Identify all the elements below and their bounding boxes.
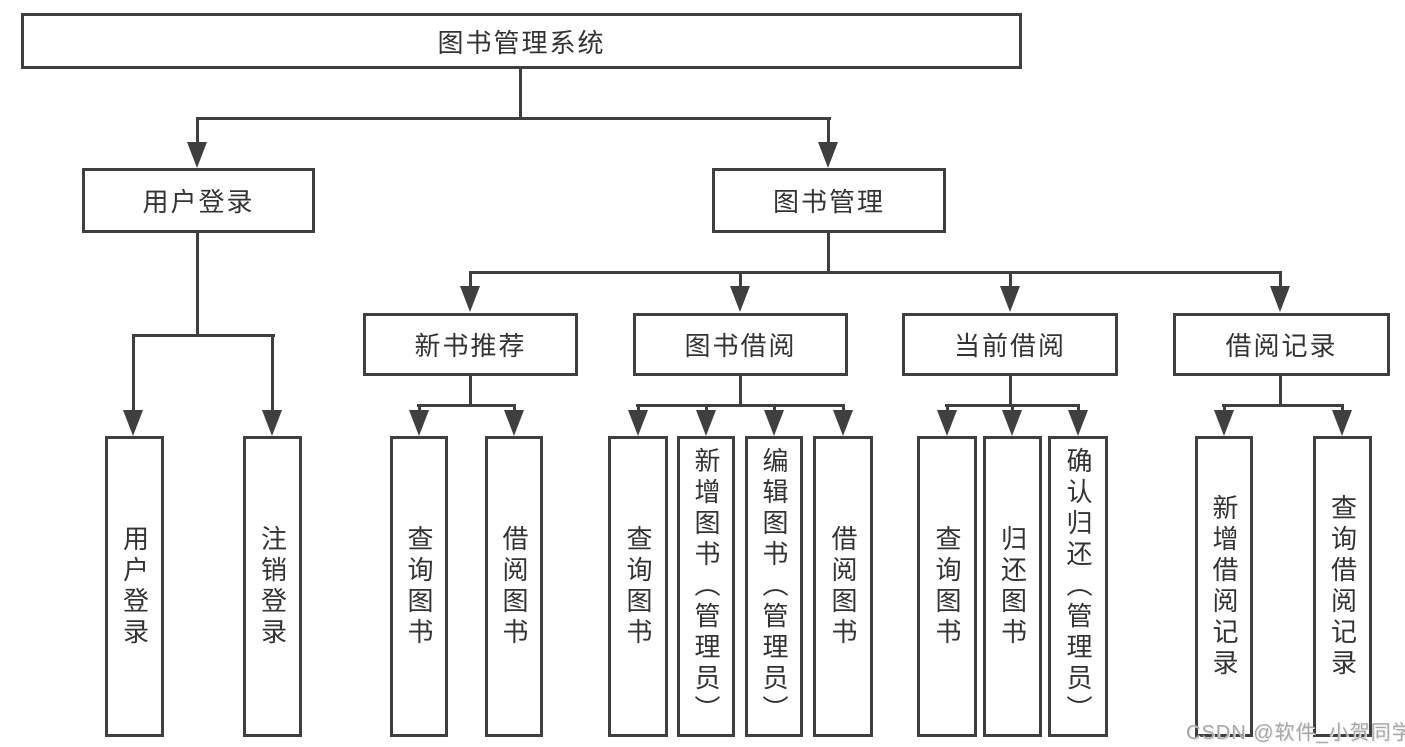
node-leaf-add-borrow-record: 新增借阅记录 (1195, 436, 1253, 737)
node-leaf-logout: 注销登录 (243, 436, 302, 737)
node-label: 编辑图书（管理员） (759, 447, 789, 726)
connector-leaf-user-login-drop (132, 334, 135, 412)
node-user-login: 用户登录 (82, 168, 315, 233)
node-borrowing-records: 借阅记录 (1173, 313, 1390, 376)
node-label: 新书推荐 (414, 331, 527, 361)
connector-leaf-drop (946, 404, 949, 413)
node-leaf-user-login: 用户登录 (105, 436, 164, 737)
connector-new-book-rec-rail (417, 404, 516, 407)
node-leaf-query-book-borrowing: 查询图书 (608, 436, 668, 737)
connector-leaf-drop (1223, 404, 1226, 413)
connector-user-login-stem (196, 232, 199, 337)
connector-leaf-drop (1341, 404, 1344, 413)
connector-leaf-drop (842, 404, 845, 413)
arrow-down-icon (696, 410, 716, 436)
arrow-down-icon (1214, 410, 1234, 436)
node-label: 新增借阅记录 (1209, 493, 1239, 680)
connector-user-login-drop (196, 117, 199, 145)
node-new-book-recommend: 新书推荐 (363, 313, 578, 376)
arrow-down-icon (123, 410, 143, 436)
node-leaf-query-book-recommend: 查询图书 (390, 436, 448, 737)
connector-level2-rail (196, 117, 831, 120)
arrow-down-icon (937, 410, 957, 436)
node-leaf-query-book-current: 查询图书 (917, 436, 977, 737)
connector-leaf-drop (418, 404, 421, 413)
arrow-down-icon (504, 410, 524, 436)
node-label: 查询借阅记录 (1327, 493, 1358, 680)
connector-leaf-drop (1077, 404, 1080, 413)
connector-user-login-rail (132, 334, 275, 337)
connector-current-borrow-stem (1009, 376, 1012, 407)
connector-level3-rail (469, 271, 1282, 274)
connector-new-book-rec-drop (469, 271, 472, 287)
node-label: 查询图书 (932, 524, 962, 649)
arrow-down-icon (628, 410, 648, 436)
arrow-down-icon (187, 142, 207, 168)
node-label: 当前借阅 (953, 331, 1066, 361)
node-label: 借阅记录 (1225, 331, 1338, 361)
connector-borrow-records-stem (1279, 376, 1282, 407)
connector-book-mgmt-drop (827, 117, 830, 145)
node-label: 注销登录 (257, 524, 288, 649)
arrow-down-icon (1000, 286, 1020, 312)
node-label: 借阅图书 (828, 524, 858, 649)
node-label: 图书借阅 (684, 331, 797, 361)
connector-borrow-records-drop (1279, 271, 1282, 287)
arrow-down-icon (818, 142, 838, 168)
connector-leaf-drop (773, 404, 776, 413)
node-leaf-borrow-book-borrowing: 借阅图书 (813, 436, 873, 737)
node-label: 借阅图书 (499, 524, 529, 649)
connector-leaf-drop (1011, 404, 1014, 413)
arrow-down-icon (1002, 410, 1022, 436)
connector-leaf-drop (513, 404, 516, 413)
arrow-down-icon (833, 410, 853, 436)
connector-book-borrow-stem (739, 376, 742, 407)
arrow-down-icon (460, 286, 480, 312)
connector-leaf-logout-drop (271, 334, 274, 412)
connector-root-stem (519, 68, 522, 120)
node-label: 查询图书 (623, 524, 653, 649)
arrow-down-icon (1332, 410, 1352, 436)
connector-leaf-drop (637, 404, 640, 413)
node-label: 确认归还（管理员） (1063, 447, 1093, 726)
node-leaf-edit-book-admin: 编辑图书（管理员） (745, 436, 803, 737)
node-label: 图书管理系统 (437, 27, 606, 58)
arrow-down-icon (730, 286, 750, 312)
node-label: 用户登录 (119, 524, 150, 649)
arrow-down-icon (262, 410, 282, 436)
node-root-library-system: 图书管理系统 (21, 13, 1022, 69)
connector-book-borrow-drop (739, 271, 742, 287)
arrow-down-icon (1270, 286, 1290, 312)
connector-borrow-records-rail (1222, 404, 1344, 407)
node-label: 新增图书（管理员） (691, 447, 721, 726)
node-label: 归还图书 (997, 524, 1028, 649)
node-leaf-add-book-admin: 新增图书（管理员） (677, 436, 735, 737)
connector-new-book-rec-stem (469, 376, 472, 407)
connector-book-borrow-rail (636, 404, 845, 407)
node-book-management: 图书管理 (712, 168, 946, 233)
node-label: 用户登录 (142, 187, 255, 217)
arrow-down-icon (1068, 410, 1088, 436)
node-leaf-query-borrow-record: 查询借阅记录 (1313, 436, 1372, 737)
node-label: 查询图书 (404, 524, 434, 649)
arrow-down-icon (764, 410, 784, 436)
node-leaf-return-book: 归还图书 (983, 436, 1042, 737)
node-book-borrowing: 图书借阅 (633, 313, 848, 376)
csdn-watermark: CSDN @软件_小贺同学 (1186, 722, 1405, 744)
arrow-down-icon (409, 410, 429, 436)
connector-current-borrow-drop (1009, 271, 1012, 287)
connector-leaf-drop (705, 404, 708, 413)
node-current-borrowing: 当前借阅 (902, 313, 1118, 376)
node-leaf-borrow-book-recommend: 借阅图书 (485, 436, 543, 737)
node-leaf-confirm-return-admin: 确认归还（管理员） (1048, 436, 1108, 737)
connector-book-mgmt-stem (827, 232, 830, 274)
node-label: 图书管理 (772, 187, 885, 217)
